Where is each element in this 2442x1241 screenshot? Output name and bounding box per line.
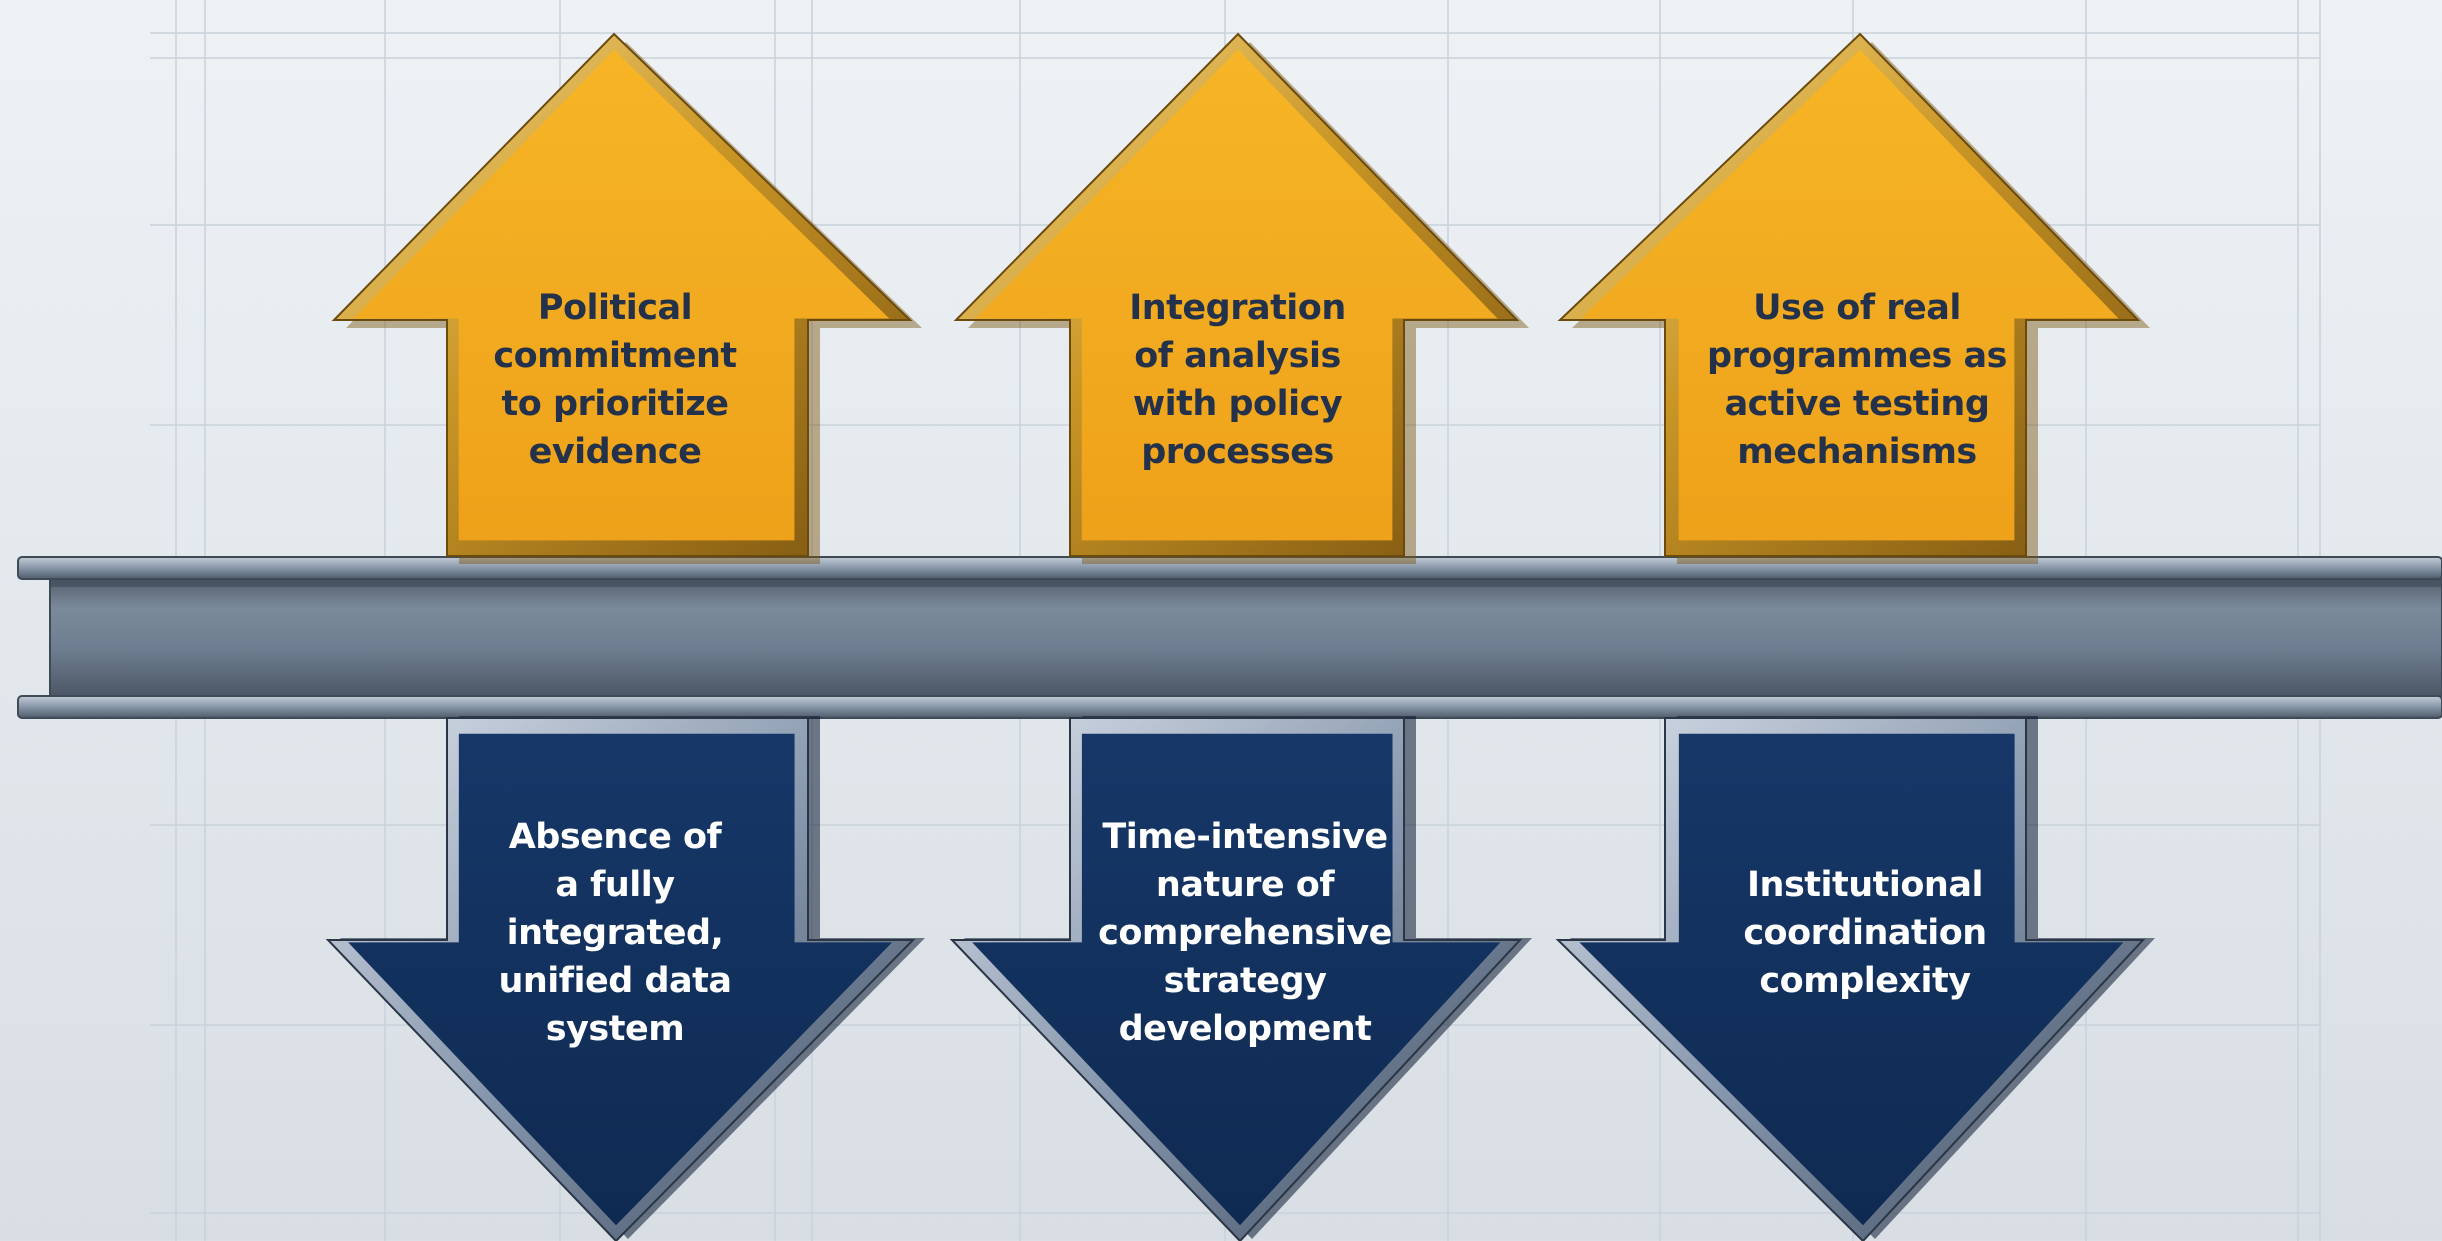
label-text-block: Absence of a fully integrated, unified data… — [498, 813, 732, 1053]
beam-shadow — [50, 579, 2442, 587]
label-line: programmes as — [1707, 336, 2007, 376]
label-line: integrated, — [506, 913, 724, 953]
label-text-block: Political commitment to prioritize evidence — [493, 284, 737, 476]
label-line: of analysis — [1134, 336, 1341, 376]
label-line: coordination — [1743, 913, 1987, 953]
down-arrow-label-2: Time-intensive nature of comprehensive stra… — [1080, 808, 1410, 1058]
up-arrow-1 — [331, 32, 922, 564]
label-line: comprehensive — [1098, 913, 1392, 953]
label-text-block: Institutional coordination complexity — [1743, 861, 1987, 1005]
label-line: Absence of — [508, 817, 722, 857]
label-line: active testing — [1724, 384, 1990, 424]
label-line: Integration — [1129, 288, 1346, 328]
down-arrow-1 — [325, 716, 925, 1241]
label-line: commitment — [493, 336, 737, 376]
beam-bottom-flange — [17, 695, 2442, 719]
label-line: nature of — [1155, 865, 1335, 905]
label-line: Political — [537, 288, 693, 328]
up-arrow-label-2: Integration of analysis with policy process… — [1090, 280, 1385, 480]
label-line: unified data — [498, 961, 732, 1001]
arrow-face — [975, 49, 1498, 541]
label-line: with policy — [1132, 384, 1343, 424]
label-line: strategy — [1163, 961, 1327, 1001]
arrow-group — [325, 32, 2155, 1241]
up-arrow-label-3: Use of real programmes as active testing me… — [1692, 280, 2022, 480]
steel-beam — [17, 556, 2442, 719]
down-arrow-label-1: Absence of a fully integrated, unified data… — [450, 808, 780, 1058]
label-text-block: Integration of analysis with policy process… — [1129, 284, 1346, 476]
label-text-block: Time-intensive nature of comprehensive stra… — [1098, 813, 1392, 1053]
label-line: complexity — [1759, 961, 1971, 1001]
label-line: mechanisms — [1737, 432, 1977, 472]
beam-web — [49, 578, 2442, 697]
arrow-face — [1580, 49, 2119, 541]
arrow-face — [353, 49, 890, 541]
down-arrow-2 — [949, 716, 1532, 1241]
down-arrow-3 — [1555, 716, 2155, 1241]
label-text-block: Use of real programmes as active testing me… — [1707, 284, 2007, 476]
arrow-face — [1579, 733, 2124, 1226]
up-arrow-3 — [1557, 32, 2150, 564]
up-arrow-label-1: Political commitment to prioritize evidence — [470, 280, 760, 480]
label-line: Time-intensive — [1102, 817, 1388, 857]
label-line: evidence — [528, 432, 702, 472]
arrow-face — [972, 733, 1501, 1226]
label-line: processes — [1141, 432, 1334, 472]
arrow-face — [348, 733, 893, 1226]
label-line: system — [545, 1009, 685, 1049]
label-line: a fully — [555, 865, 675, 905]
up-arrow-2 — [953, 32, 1529, 564]
down-arrow-label-3: Institutional coordination complexity — [1700, 808, 2030, 1058]
label-line: to prioritize — [501, 384, 729, 424]
label-line: Use of real — [1753, 288, 1961, 328]
label-line: Institutional — [1747, 865, 1983, 905]
label-line: development — [1118, 1009, 1372, 1049]
